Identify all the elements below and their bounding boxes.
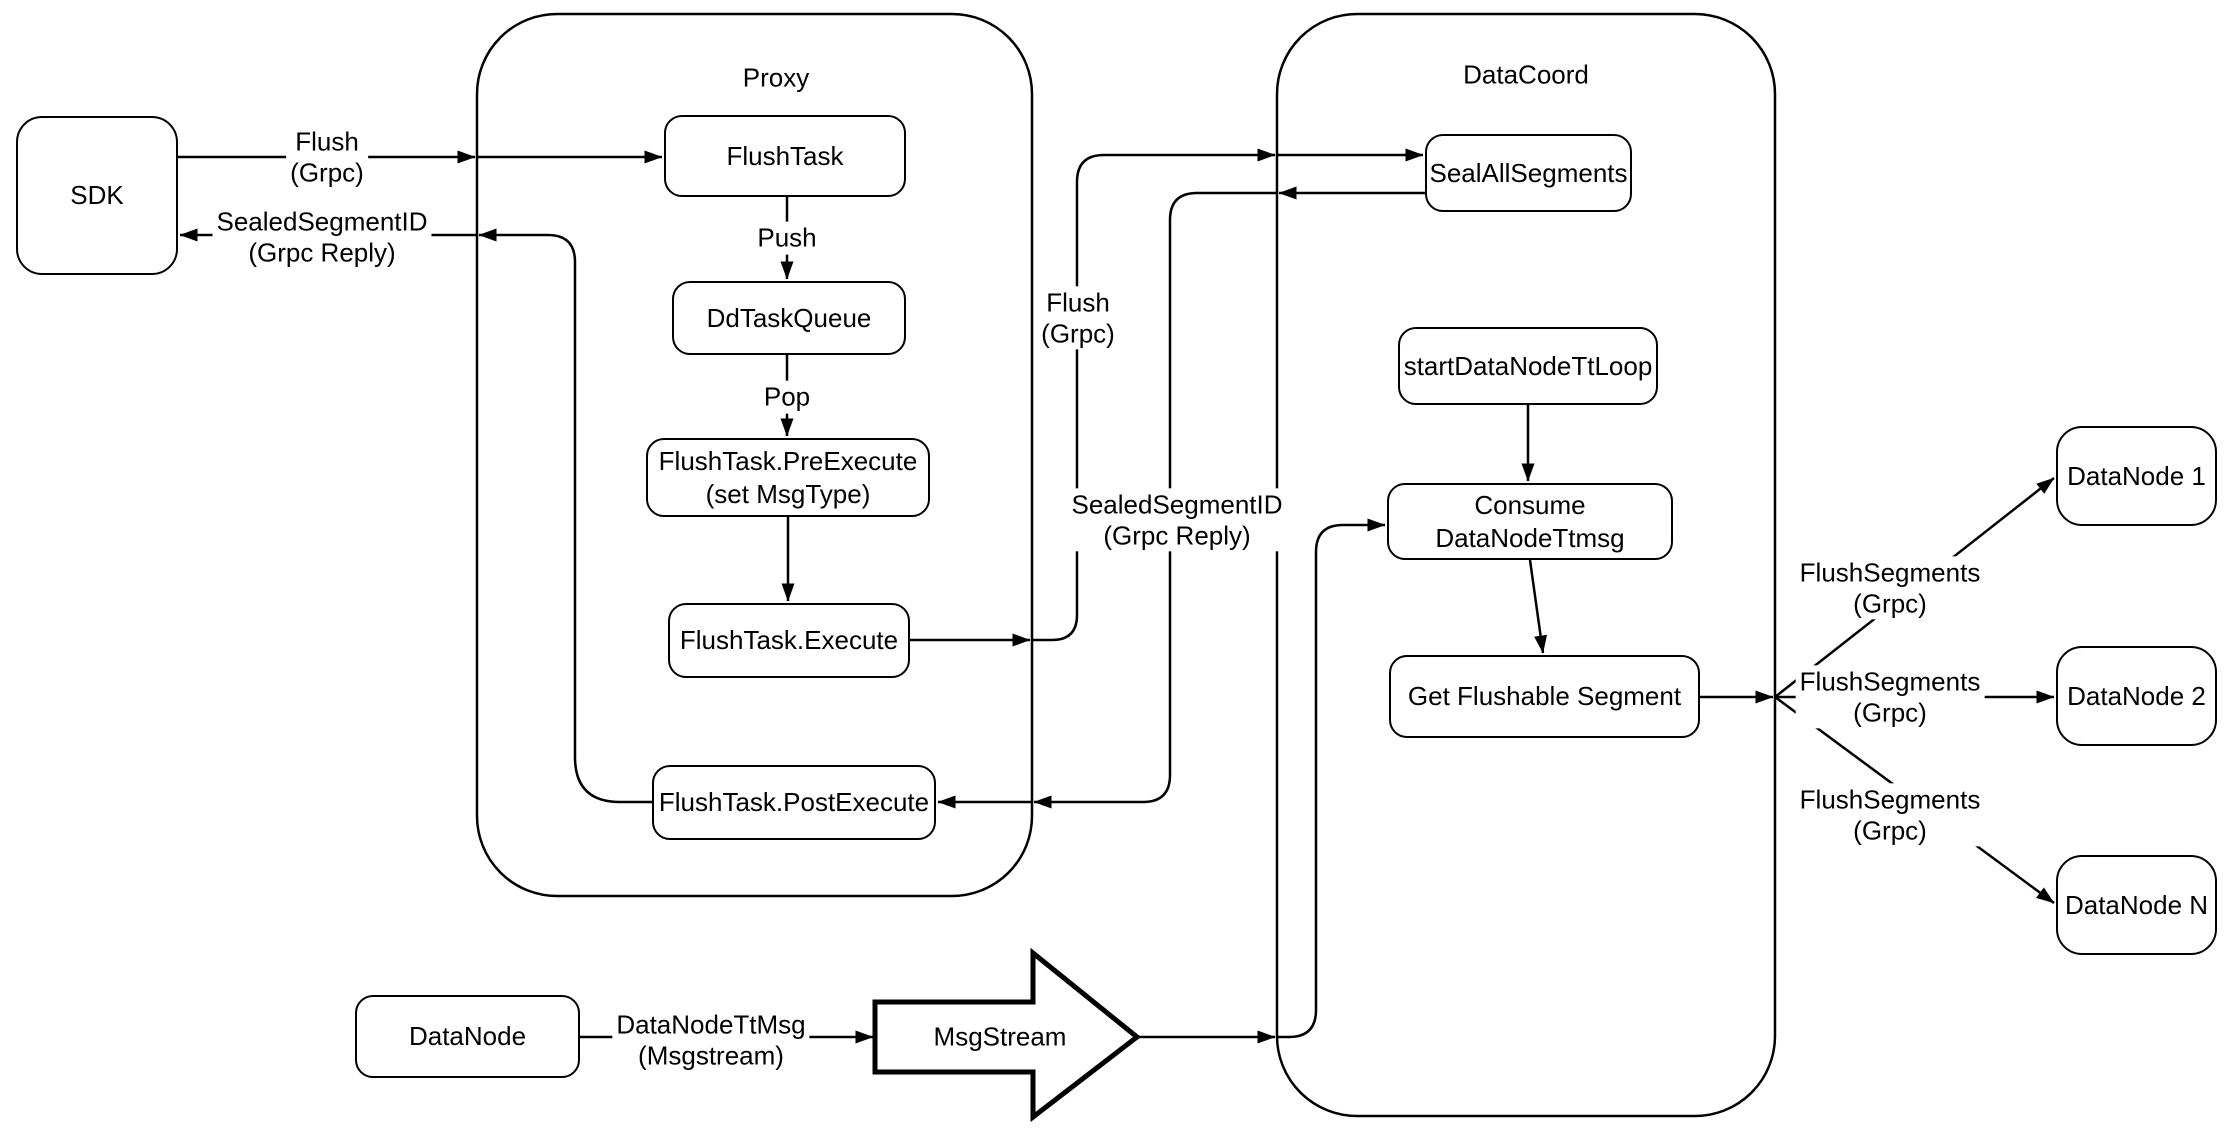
node-flushtask: FlushTask [664, 115, 906, 197]
node-sealallsegments: SealAllSegments [1425, 134, 1632, 212]
node-execute-label: FlushTask.Execute [679, 625, 899, 656]
node-preexecute-sublabel: (set MsgType) [705, 478, 871, 509]
proxy-container-box [475, 12, 1034, 898]
edge-label-flushsegments-2: FlushSegments (Grpc) [1795, 665, 1985, 729]
edge-label-sealed-datacoord-line1: SealedSegmentID [1071, 489, 1283, 520]
node-ddtaskqueue: DdTaskQueue [672, 281, 906, 355]
edge-label-pop: Pop [759, 380, 815, 414]
edge-label-flushsegments-2-line2: (Grpc) [1853, 697, 1927, 727]
node-startdatanodettloop: startDataNodeTtLoop [1398, 327, 1658, 405]
edge-label-flushsegments-3-line2: (Grpc) [1853, 815, 1927, 845]
edge-label-flush-datacoord-line1: Flush [1046, 287, 1110, 318]
node-preexecute: FlushTask.PreExecute (set MsgType) [646, 438, 930, 517]
edge-label-flushsegments-2-line1: FlushSegments [1799, 666, 1981, 697]
node-preexecute-label: FlushTask.PreExecute [658, 446, 918, 476]
edge-label-sealed-datacoord: SealedSegmentID (Grpc Reply) [1067, 488, 1287, 552]
node-datanode-source-label: DataNode [408, 1021, 527, 1052]
node-sdk: SDK [16, 116, 178, 275]
edge-label-sealed-sdk-line1: SealedSegmentID [216, 206, 428, 237]
node-postexecute-label: FlushTask.PostExecute [658, 787, 930, 818]
edge-label-flush-sdk: Flush (Grpc) [286, 125, 368, 189]
node-sdk-label: SDK [70, 180, 124, 211]
datacoord-container-box [1275, 12, 1777, 1118]
node-datanode-2: DataNode 2 [2056, 646, 2217, 746]
edge-proxy-to-datacoord-flush [1032, 148, 1276, 642]
edge-label-sealed-datacoord-line2: (Grpc Reply) [1103, 520, 1251, 550]
edge-label-flushsegments-3: FlushSegments (Grpc) [1795, 783, 1985, 847]
node-getflushablesegment-label: Get Flushable Segment [1407, 681, 1682, 712]
node-consumedatanodettmsg-label: Consume DataNodeTtmsg [1435, 490, 1625, 553]
edge-label-push-line1: Push [757, 222, 817, 253]
node-datanode-1: DataNode 1 [2056, 426, 2217, 526]
edge-label-datanodettmsg-line2: (Msgstream) [638, 1040, 784, 1070]
msgstream-block-arrow-shape [872, 947, 1142, 1123]
node-sealallsegments-label: SealAllSegments [1429, 157, 1628, 188]
edge-label-flush-sdk-line1: Flush [295, 126, 359, 157]
node-datanode-2-label: DataNode 2 [2067, 680, 2206, 711]
node-getflushablesegment: Get Flushable Segment [1389, 655, 1700, 738]
node-consumedatanodettmsg: Consume DataNodeTtmsg [1387, 483, 1673, 560]
proxy-container-title: Proxy [742, 62, 810, 93]
edge-label-flush-sdk-line2: (Grpc) [290, 157, 364, 187]
node-datanode-n-label: DataNode N [2064, 889, 2209, 920]
node-postexecute: FlushTask.PostExecute [652, 765, 936, 840]
datacoord-container-title: DataCoord [1463, 59, 1589, 90]
edge-consume-to-getflushable [1528, 559, 1548, 654]
node-ddtaskqueue-label: DdTaskQueue [706, 302, 872, 333]
edge-label-sealed-sdk: SealedSegmentID (Grpc Reply) [212, 205, 432, 269]
node-execute: FlushTask.Execute [668, 603, 910, 678]
edge-label-pop-line1: Pop [763, 381, 811, 412]
edge-label-datanodettmsg-line1: DataNodeTtMsg [616, 1009, 806, 1040]
node-startdatanodettloop-label: startDataNodeTtLoop [1403, 350, 1653, 381]
edge-label-flushsegments-1-line2: (Grpc) [1853, 588, 1927, 618]
msgstream-shape-label: MsgStream [933, 1021, 1067, 1052]
edge-label-flushsegments-1: FlushSegments (Grpc) [1795, 556, 1985, 620]
edge-label-datanodettmsg: DataNodeTtMsg (Msgstream) [612, 1008, 810, 1072]
node-datanode-n: DataNode N [2056, 855, 2217, 955]
edge-postexecute-to-proxy-border-reply [478, 228, 652, 804]
edge-datacoord-border-to-consume [1277, 518, 1386, 1039]
node-flushtask-label: FlushTask [726, 140, 844, 171]
edge-label-push: Push [753, 221, 821, 255]
edge-label-flushsegments-3-line1: FlushSegments [1799, 784, 1981, 815]
edge-label-flush-datacoord-line2: (Grpc) [1041, 318, 1115, 348]
edge-label-flushsegments-1-line1: FlushSegments [1799, 557, 1981, 588]
node-datanode-source: DataNode [355, 995, 580, 1078]
edge-label-sealed-sdk-line2: (Grpc Reply) [248, 237, 396, 267]
node-datanode-1-label: DataNode 1 [2067, 460, 2206, 491]
edge-label-flush-datacoord: Flush (Grpc) [1037, 286, 1119, 350]
